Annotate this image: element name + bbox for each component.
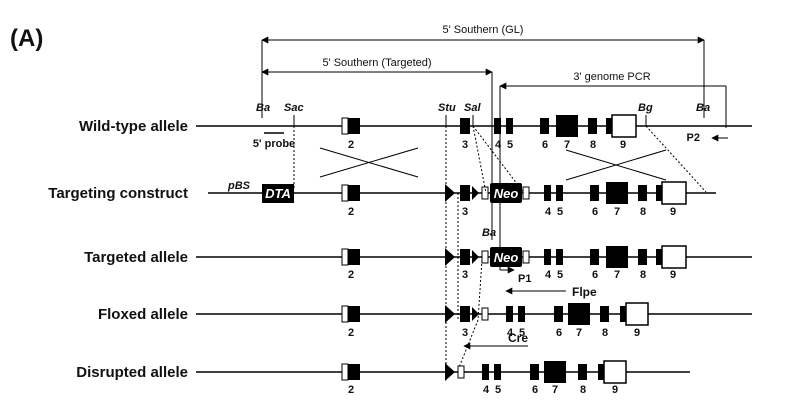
- neo-label: Neo: [494, 250, 519, 265]
- exon-8-label: 8: [640, 206, 646, 218]
- probe-label: 5' probe: [253, 138, 295, 150]
- span-genome-pcr-label: 3' genome PCR: [573, 71, 650, 83]
- primer-p2: P2: [687, 132, 700, 144]
- pbs-label: pBS: [227, 180, 251, 192]
- exon-6-label: 6: [542, 139, 548, 151]
- row-wild-type: Wild-type allele 2 3 4 5 6 7 8 9 Ba Sac …: [79, 102, 752, 151]
- guide-lines: [445, 125, 525, 371]
- dta-label: DTA: [265, 186, 291, 201]
- exon-4: [494, 118, 501, 134]
- exon-2-label: 2: [348, 139, 354, 151]
- row-targeted: Targeted allele 2 3 Neo Ba 4 5 6 7 8 9 P…: [84, 227, 752, 285]
- exon-5-label: 5: [557, 206, 563, 218]
- exon-5-label: 5: [519, 327, 525, 339]
- row-label-construct: Targeting construct: [48, 185, 188, 202]
- exon-4-label: 4: [545, 206, 552, 218]
- exon-8-label: 8: [640, 269, 646, 281]
- site-sac: Sac: [284, 102, 304, 114]
- exon-3-label: 3: [462, 269, 468, 281]
- exon-7-label: 7: [614, 206, 620, 218]
- exon-2: [348, 118, 360, 134]
- exon-8: [588, 118, 597, 134]
- exon-3-label: 3: [462, 206, 468, 218]
- neo-label: Neo: [494, 186, 519, 201]
- exon-9-label: 9: [670, 269, 676, 281]
- span-southern-gl-label: 5' Southern (GL): [443, 24, 524, 36]
- exon-5-label: 5: [557, 269, 563, 281]
- exon-3-label: 3: [462, 327, 468, 339]
- exon-4-label: 4: [483, 384, 490, 396]
- site-stu: Stu: [438, 102, 456, 114]
- site-ba-targeted: Ba: [482, 227, 496, 239]
- row-label-disrupted: Disrupted allele: [76, 364, 188, 381]
- site-bg: Bg: [638, 102, 653, 114]
- exon-2: [348, 185, 360, 201]
- exon-9-label: 9: [612, 384, 618, 396]
- exon-7-label: 7: [564, 139, 570, 151]
- exon-7-label: 7: [576, 327, 582, 339]
- exon-5: [506, 118, 513, 134]
- exon-6: [540, 118, 549, 134]
- frt-box: [481, 186, 489, 200]
- exon-9-label: 9: [620, 139, 626, 151]
- crossover-lines: [293, 125, 707, 193]
- exon-7-label: 7: [552, 384, 558, 396]
- flpe-label: Flpe: [572, 285, 597, 299]
- exon-4-label: 4: [495, 139, 502, 151]
- exon-9-coding: [606, 118, 612, 134]
- exon-8-label: 8: [580, 384, 586, 396]
- exon-9-label: 9: [670, 206, 676, 218]
- row-disrupted: Disrupted allele 2 4 5 6 7 8 9: [76, 360, 690, 396]
- exon-3: [460, 185, 470, 201]
- neo-cassette: [490, 183, 522, 203]
- exon-6-label: 6: [592, 206, 598, 218]
- row-construct: Targeting construct pBS DTA 2 3 Neo 4 5 …: [48, 180, 716, 218]
- exon-2-label: 2: [348, 384, 354, 396]
- row-label-floxed: Floxed allele: [98, 306, 188, 323]
- exon-2-label: 2: [348, 327, 354, 339]
- exon-4-label: 4: [545, 269, 552, 281]
- exon-2-label: 2: [348, 206, 354, 218]
- loxp-triangle: [445, 184, 455, 202]
- exon-6-label: 6: [532, 384, 538, 396]
- primer-p1: P1: [518, 273, 531, 285]
- exon-6-label: 6: [592, 269, 598, 281]
- exon-9-label: 9: [634, 327, 640, 339]
- exon-2-utr: [341, 117, 349, 135]
- exon-6-label: 6: [556, 327, 562, 339]
- exon-7: [556, 115, 578, 137]
- exon-5-label: 5: [507, 139, 513, 151]
- row-floxed: Floxed allele 2 3 4 5 6 7 8 9: [98, 302, 752, 339]
- span-southern-gl: 5' Southern (GL): [261, 24, 705, 118]
- flpe-step: Flpe: [505, 285, 597, 299]
- span-genome-pcr: 3' genome PCR: [499, 71, 727, 270]
- site-sal: Sal: [464, 102, 481, 114]
- panel-label: (A): [10, 25, 43, 52]
- span-southern-targeted-label: 5' Southern (Targeted): [322, 57, 431, 69]
- site-ba-right: Ba: [696, 102, 710, 114]
- exon-4-label: 4: [507, 327, 514, 339]
- exon-3-label: 3: [462, 139, 468, 151]
- exon-8-label: 8: [602, 327, 608, 339]
- site-ba-left: Ba: [256, 102, 270, 114]
- exon-3: [460, 118, 470, 134]
- exon-8-label: 8: [590, 139, 596, 151]
- exon-7-label: 7: [614, 269, 620, 281]
- span-southern-targeted: 5' Southern (Targeted): [261, 57, 493, 240]
- dta-cassette: [262, 184, 294, 203]
- exon-2-label: 2: [348, 269, 354, 281]
- row-label-targeted: Targeted allele: [84, 249, 188, 266]
- row-label-wild-type: Wild-type allele: [79, 118, 188, 135]
- exon-5-label: 5: [495, 384, 501, 396]
- exon-9-utr: [611, 114, 637, 138]
- cre-label: Cre: [508, 331, 528, 345]
- cre-step: Cre: [463, 331, 528, 350]
